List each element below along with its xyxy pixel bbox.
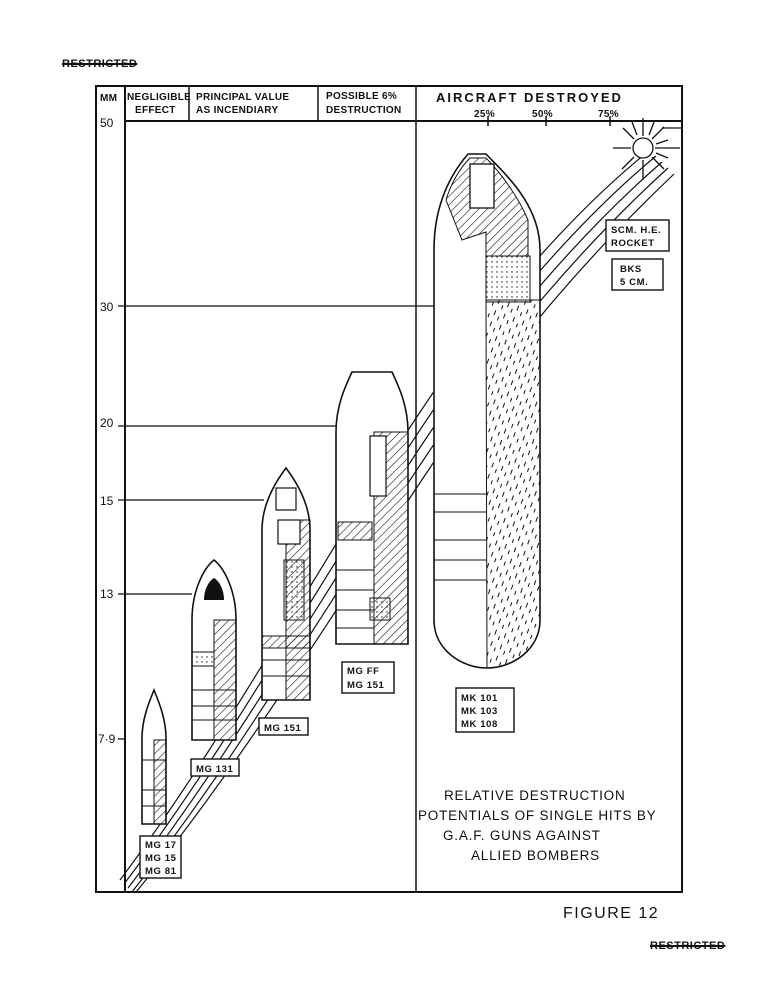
label-rocket-line1: SCM. H.E. <box>611 225 661 236</box>
header-col1-line1: NEGLIGIBLE <box>127 92 191 103</box>
shell-13mm <box>192 560 236 740</box>
explosion-burst <box>613 118 680 180</box>
shell-15mm <box>262 468 310 700</box>
caliber-tick-20: 20 <box>100 416 114 430</box>
label-mk101-line3: MK 108 <box>461 719 498 730</box>
title-line-2: POTENTIALS OF SINGLE HITS BY <box>418 808 656 823</box>
label-box-mgff: MG FF MG 151 <box>342 662 394 693</box>
header-col3-line2: DESTRUCTION <box>326 105 402 116</box>
header-col3-line1: POSSIBLE 6% <box>326 91 397 102</box>
label-box-rocket: SCM. H.E. ROCKET <box>606 220 669 251</box>
header-col2-line1: PRINCIPAL VALUE <box>196 92 289 103</box>
header-col1-line2: EFFECT <box>135 105 176 116</box>
label-box-mg151: MG 151 <box>259 718 308 735</box>
label-mk101-line2: MK 103 <box>461 706 498 717</box>
shell-20mm <box>336 372 408 644</box>
caliber-tick-15: 15 <box>100 494 114 508</box>
label-mg151: MG 151 <box>264 723 302 734</box>
header-col2-line2: AS INCENDIARY <box>196 105 278 116</box>
mm-header: MM <box>100 93 117 104</box>
label-box-mg131: MG 131 <box>191 759 239 776</box>
label-rocket-line2: ROCKET <box>611 238 655 249</box>
label-mg17-line2: MG 15 <box>145 853 177 864</box>
label-bks-line2: 5 CM. <box>620 277 648 288</box>
label-box-mg17: MG 17 MG 15 MG 81 <box>140 836 181 878</box>
caliber-tick-13: 13 <box>100 587 114 601</box>
label-mgff-line2: MG 151 <box>347 680 385 691</box>
caliber-tick-7-9: 7·9 <box>98 732 116 746</box>
header-aircraft-destroyed: AIRCRAFT DESTROYED <box>436 90 623 105</box>
title-line-4: ALLIED BOMBERS <box>471 848 600 863</box>
label-mg17-line1: MG 17 <box>145 840 177 851</box>
title-line-1: RELATIVE DESTRUCTION <box>444 788 626 803</box>
title-line-3: G.A.F. GUNS AGAINST <box>443 828 601 843</box>
label-box-mk101: MK 101 MK 103 MK 108 <box>456 688 514 732</box>
label-bks-line1: BKS <box>620 264 642 275</box>
label-mg17-line3: MG 81 <box>145 866 177 877</box>
caliber-tick-50: 50 <box>100 116 114 130</box>
label-mk101-line1: MK 101 <box>461 693 498 704</box>
percent-label-50: 50% <box>532 109 553 120</box>
percent-label-25: 25% <box>474 109 495 120</box>
label-mg131: MG 131 <box>196 764 234 775</box>
shell-7-9mm <box>142 690 166 824</box>
label-mgff-line1: MG FF <box>347 666 380 677</box>
caliber-tick-30: 30 <box>100 300 114 314</box>
label-box-bks: BKS 5 CM. <box>612 259 663 290</box>
shell-30mm <box>434 154 540 668</box>
percent-label-75: 75% <box>598 109 619 120</box>
